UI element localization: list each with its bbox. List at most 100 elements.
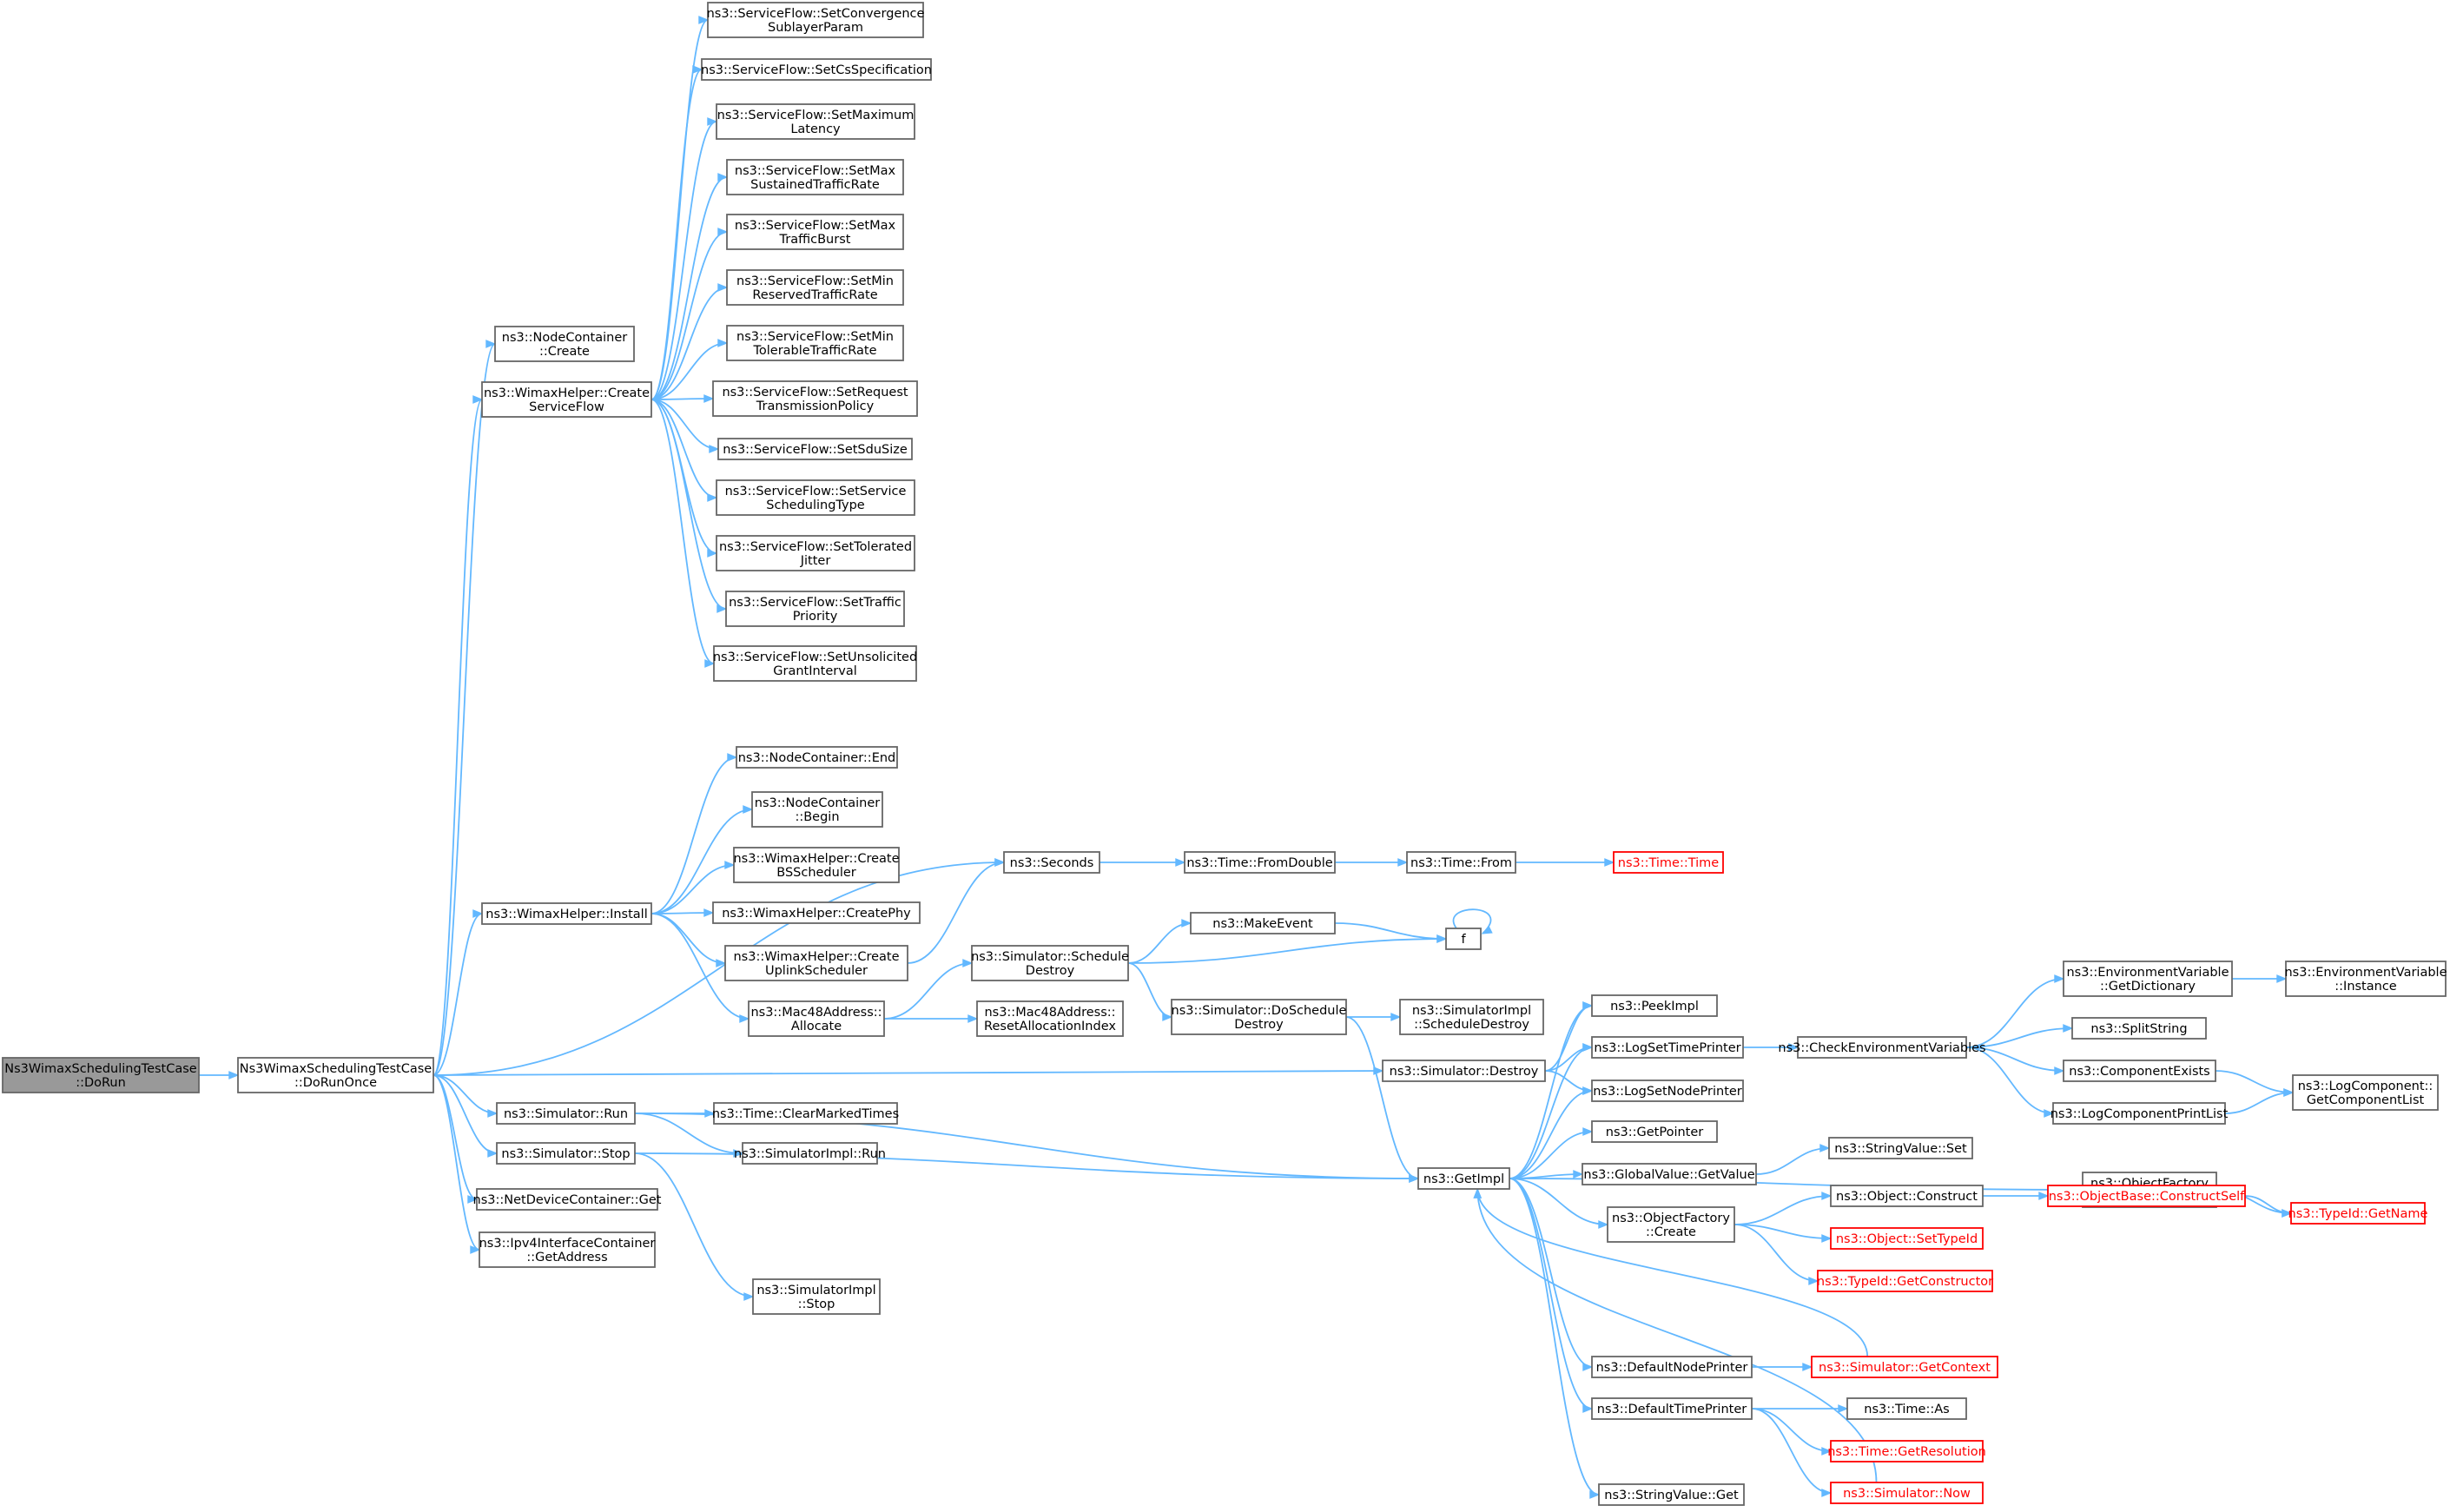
node-sv_set[interactable]: ns3::StringValue::Set <box>1828 1137 1973 1159</box>
node-ndc_get[interactable]: ns3::NetDeviceContainer::Get <box>473 1188 662 1211</box>
node-sf8[interactable]: ns3::ServiceFlow::SetRequestTransmission… <box>712 380 918 417</box>
node-env_instance[interactable]: ns3::EnvironmentVariable::Instance <box>2284 961 2447 997</box>
edge-checkenv-to-splitstring <box>1965 1024 2074 1048</box>
node-time_getres[interactable]: ns3::Time::GetResolution <box>1827 1440 1986 1462</box>
node-objbase_construct[interactable]: ns3::ObjectBase::ConstructSelf <box>2047 1185 2246 1207</box>
node-defnode[interactable]: ns3::DefaultNodePrinter <box>1591 1356 1753 1378</box>
node-compexists[interactable]: ns3::ComponentExists <box>2063 1060 2216 1082</box>
node-sf9[interactable]: ns3::ServiceFlow::SetSduSize <box>717 438 913 460</box>
node-impl_stop[interactable]: ns3::SimulatorImpl::Stop <box>752 1278 881 1315</box>
edge-arrowhead <box>2054 974 2065 983</box>
node-fromdouble[interactable]: ns3::Time::FromDouble <box>1184 851 1336 874</box>
edge-makeevent-to-f <box>1334 922 1448 943</box>
node-time_as[interactable]: ns3::Time::As <box>1846 1397 1967 1420</box>
edge-line <box>1509 1005 1593 1179</box>
edge-sched_destroy-to-do_sched_destroy <box>1127 962 1173 1021</box>
edge-dorunonce-to-sim_run <box>433 1074 499 1118</box>
node-root[interactable]: Ns3WimaxSchedulingTestCase::DoRun <box>2 1057 200 1093</box>
node-makeevent[interactable]: ns3::MakeEvent <box>1190 912 1336 934</box>
node-nc_end[interactable]: ns3::NodeContainer::End <box>736 746 898 769</box>
node-sf6[interactable]: ns3::ServiceFlow::SetMinReservedTrafficR… <box>726 269 904 306</box>
node-gv_get[interactable]: ns3::GlobalValue::GetValue <box>1582 1163 1757 1185</box>
node-dorunonce[interactable]: Ns3WimaxSchedulingTestCase::DoRunOnce <box>237 1057 434 1093</box>
node-sf7[interactable]: ns3::ServiceFlow::SetMinTolerableTraffic… <box>726 325 904 361</box>
node-f[interactable]: f <box>1445 928 1482 950</box>
node-logsetnode[interactable]: ns3::LogSetNodePrinter <box>1591 1080 1744 1102</box>
node-label: ns3::GetImpl <box>1423 1172 1504 1186</box>
node-sim_stop[interactable]: ns3::Simulator::Stop <box>496 1142 636 1165</box>
node-label: ns3::MakeEvent <box>1212 917 1313 931</box>
node-sim_run[interactable]: ns3::Simulator::Run <box>496 1102 636 1125</box>
edge-line <box>1127 938 1447 964</box>
edge-line <box>1509 1178 1593 1368</box>
node-sim_now[interactable]: ns3::Simulator::Now <box>1830 1482 1984 1504</box>
node-box <box>712 380 918 417</box>
edge-csf-to-sf7 <box>650 339 729 400</box>
node-getimpl[interactable]: ns3::GetImpl <box>1417 1167 1510 1190</box>
node-nc_begin[interactable]: ns3::NodeContainer::Begin <box>751 791 883 828</box>
node-of_create[interactable]: ns3::ObjectFactory::Create <box>1607 1206 1735 1243</box>
node-checkenv[interactable]: ns3::CheckEnvironmentVariables <box>1778 1036 1986 1059</box>
node-sf2[interactable]: ns3::ServiceFlow::SetCsSpecification <box>701 58 932 81</box>
edge-arrowhead <box>1175 858 1186 867</box>
node-typeid_getctor[interactable]: ns3::TypeId::GetConstructor <box>1817 1270 1993 1292</box>
node-peekimpl[interactable]: ns3::PeekImpl <box>1591 994 1718 1017</box>
node-clearmarked[interactable]: ns3::Time::ClearMarkedTimes <box>712 1102 899 1125</box>
node-logcomp_getlist[interactable]: ns3::LogComponent::GetComponentList <box>2292 1074 2439 1111</box>
edge-csf-to-sf3 <box>650 117 718 400</box>
node-obj_settypeid[interactable]: ns3::Object::SetTypeId <box>1830 1227 1984 1250</box>
node-label: SchedulingType <box>766 498 865 512</box>
node-obj_construct[interactable]: ns3::Object::Construct <box>1830 1185 1984 1207</box>
node-sched_destroy[interactable]: ns3::Simulator::ScheduleDestroy <box>971 945 1129 981</box>
node-sf13[interactable]: ns3::ServiceFlow::SetUnsolicitedGrantInt… <box>713 645 917 682</box>
node-splitstring[interactable]: ns3::SplitString <box>2071 1017 2207 1040</box>
edge-dorunonce-to-ipv4_get <box>433 1074 481 1254</box>
node-label: ns3::TypeId::GetConstructor <box>1817 1275 1993 1289</box>
node-install[interactable]: ns3::WimaxHelper::Install <box>481 902 652 925</box>
edge-arrowhead <box>1582 1043 1594 1052</box>
edge-line <box>650 176 728 400</box>
node-impl_sched_destroy[interactable]: ns3::SimulatorImpl::ScheduleDestroy <box>1399 999 1544 1035</box>
node-label: ns3::NodeContainer::End <box>738 751 896 765</box>
node-sf1[interactable]: ns3::ServiceFlow::SetConvergenceSublayer… <box>707 2 925 38</box>
node-typeid_getname[interactable]: ns3::TypeId::GetName <box>2288 1202 2428 1225</box>
node-timetime[interactable]: ns3::Time::Time <box>1613 851 1724 874</box>
node-from[interactable]: ns3::Time::From <box>1406 851 1516 874</box>
node-sv_get[interactable]: ns3::StringValue::Get <box>1598 1483 1745 1506</box>
node-seconds[interactable]: ns3::Seconds <box>1003 851 1100 874</box>
node-logsettime[interactable]: ns3::LogSetTimePrinter <box>1591 1036 1744 1059</box>
node-env_getdict[interactable]: ns3::EnvironmentVariable::GetDictionary <box>2063 961 2233 997</box>
node-ipv4_get[interactable]: ns3::Ipv4InterfaceContainer::GetAddress <box>479 1231 656 1268</box>
node-label: ns3::ServiceFlow::SetCsSpecification <box>701 63 932 77</box>
node-reset_alloc[interactable]: ns3::Mac48Address::ResetAllocationIndex <box>976 1000 1124 1037</box>
edge-compexists-to-logcomp_getlist <box>2215 1070 2295 1097</box>
node-nc_create[interactable]: ns3::NodeContainer::Create <box>494 326 635 362</box>
node-mac_alloc[interactable]: ns3::Mac48Address::Allocate <box>748 1000 885 1037</box>
node-sf4[interactable]: ns3::ServiceFlow::SetMaxSustainedTraffic… <box>726 159 904 195</box>
node-sim_destroy[interactable]: ns3::Simulator::Destroy <box>1382 1060 1546 1082</box>
edge-line <box>1733 1224 1819 1282</box>
node-box <box>713 1102 898 1125</box>
node-logcompprint[interactable]: ns3::LogComponentPrintList <box>2050 1102 2229 1125</box>
node-sf10[interactable]: ns3::ServiceFlow::SetServiceSchedulingTy… <box>716 479 915 516</box>
node-label: Priority <box>793 610 838 624</box>
edge-line <box>1755 1147 1830 1175</box>
node-sim_getcontext[interactable]: ns3::Simulator::GetContext <box>1811 1356 1998 1378</box>
node-createphy[interactable]: ns3::WimaxHelper::CreatePhy <box>712 901 921 924</box>
edge-line <box>1965 978 2064 1048</box>
edge-install-to-createphy <box>650 908 715 917</box>
node-getpointer[interactable]: ns3::GetPointer <box>1591 1120 1718 1143</box>
node-deftime[interactable]: ns3::DefaultTimePrinter <box>1591 1397 1753 1420</box>
node-impl_run[interactable]: ns3::SimulatorImpl::Run <box>734 1142 886 1165</box>
edge-arrowhead <box>1582 1001 1594 1010</box>
node-box <box>717 438 913 460</box>
edge-line <box>1509 1178 1608 1225</box>
